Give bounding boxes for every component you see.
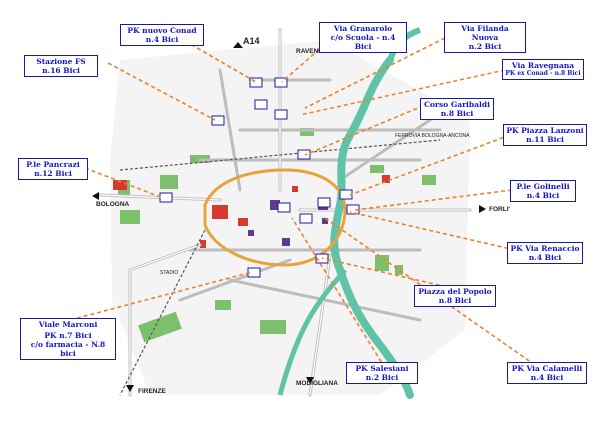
arrow-modigliana-icon	[306, 377, 314, 384]
map-text-stadio: STADIO	[160, 270, 179, 276]
station-ple-pancrazi: P.le Pancrazi n.12 Bici	[18, 158, 88, 180]
arrow-bologna-icon	[92, 192, 99, 200]
station-note: c/o farmacia - N.8 bici	[30, 340, 106, 358]
place-bologna: BOLOGNA	[96, 201, 130, 208]
landmark-buildings	[113, 175, 390, 248]
station-count: n.4 Bici	[526, 191, 560, 200]
station-name: Corso Garibaldi	[424, 100, 490, 109]
river	[330, 56, 414, 399]
station-pk-salesiani: PK Salesiani n.2 Bici	[346, 362, 418, 384]
station-pk-nuovo-conad: PK nuovo Conad n.4 Bici	[120, 24, 204, 46]
station-count: n.2 Bici	[468, 42, 502, 51]
a14-label: A14	[243, 36, 260, 46]
arrow-firenze-icon	[126, 385, 134, 392]
arrow-a14-icon	[233, 42, 243, 48]
station-count: c/o Scuola - n.4 Bici	[330, 33, 396, 51]
station-name: Via Granarolo	[333, 24, 393, 33]
station-piazza-del-popolo: Piazza del Popolo n.8 Bici	[414, 285, 496, 307]
station-name: PK Via Renaccio	[510, 244, 580, 253]
station-name: PK Via Calamelli	[511, 364, 583, 373]
station-corso-garibaldi: Corso Garibaldi n.8 Bici	[420, 98, 494, 120]
station-via-granarolo: Via Granarolo c/o Scuola - n.4 Bici	[319, 22, 407, 53]
bike-markers	[159, 77, 360, 278]
station-count: n.8 Bici	[440, 109, 474, 118]
station-viale-marconi: Viale Marconi PK n.7 Bici c/o farmacia -…	[20, 318, 116, 360]
station-via-filanda-nuova: Via Filanda Nuova n.2 Bici	[444, 22, 526, 53]
station-name: Via Ravegnana	[511, 61, 575, 70]
place-modigliana: MODIGLIANA	[296, 380, 338, 387]
place-ravenna: RAVENNA	[296, 48, 328, 55]
station-count: n.12 Bici	[34, 169, 72, 178]
station-ple-golinelli: P.le Golinelli n.4 Bici	[510, 180, 576, 202]
station-pk-via-calamelli: PK Via Calamelli n.4 Bici	[507, 362, 587, 384]
place-forli: FORLI'	[489, 206, 511, 213]
map-text-ferrovia: FERROVIA BOLOGNA-ANCONA	[395, 133, 470, 139]
railway	[119, 139, 441, 396]
arrow-forli-icon	[479, 205, 486, 213]
station-count: n.4 Bici	[530, 373, 564, 382]
station-pk-via-renaccio: PK Via Renaccio n.4 Bici	[507, 242, 583, 264]
station-name: PK Piazza Lanzoni	[506, 126, 584, 135]
station-count: PK ex Conad - n.8 Bici	[505, 70, 581, 77]
station-via-ravegnana: Via Ravegnana PK ex Conad - n.8 Bici	[502, 59, 584, 80]
station-name: Viale Marconi	[38, 320, 98, 329]
ring-road	[203, 168, 347, 267]
station-count: n.8 Bici	[438, 296, 472, 305]
station-count: n.16 Bici	[42, 66, 80, 75]
station-name: PK nuovo Conad	[127, 26, 197, 35]
station-count: PK n.7 Bici	[44, 331, 92, 340]
station-count: n.4 Bici	[145, 35, 179, 44]
station-name: Via Filanda Nuova	[461, 24, 509, 42]
station-pk-piazza-lanzoni: PK Piazza Lanzoni n.11 Bici	[503, 124, 587, 146]
station-name: PK Salesiani	[355, 364, 409, 373]
place-firenze: FIRENZE	[138, 388, 166, 395]
station-count: n.11 Bici	[526, 135, 564, 144]
leader-lines	[69, 37, 536, 369]
station-name: Stazione FS	[36, 57, 86, 66]
station-count: n.2 Bici	[365, 373, 399, 382]
station-name: Piazza del Popolo	[418, 287, 492, 296]
station-name: P.le Pancrazi	[26, 160, 80, 169]
station-stazione-fs: Stazione FS n.16 Bici	[24, 55, 98, 77]
station-count: n.4 Bici	[528, 253, 562, 262]
station-name: P.le Golinelli	[516, 182, 570, 191]
